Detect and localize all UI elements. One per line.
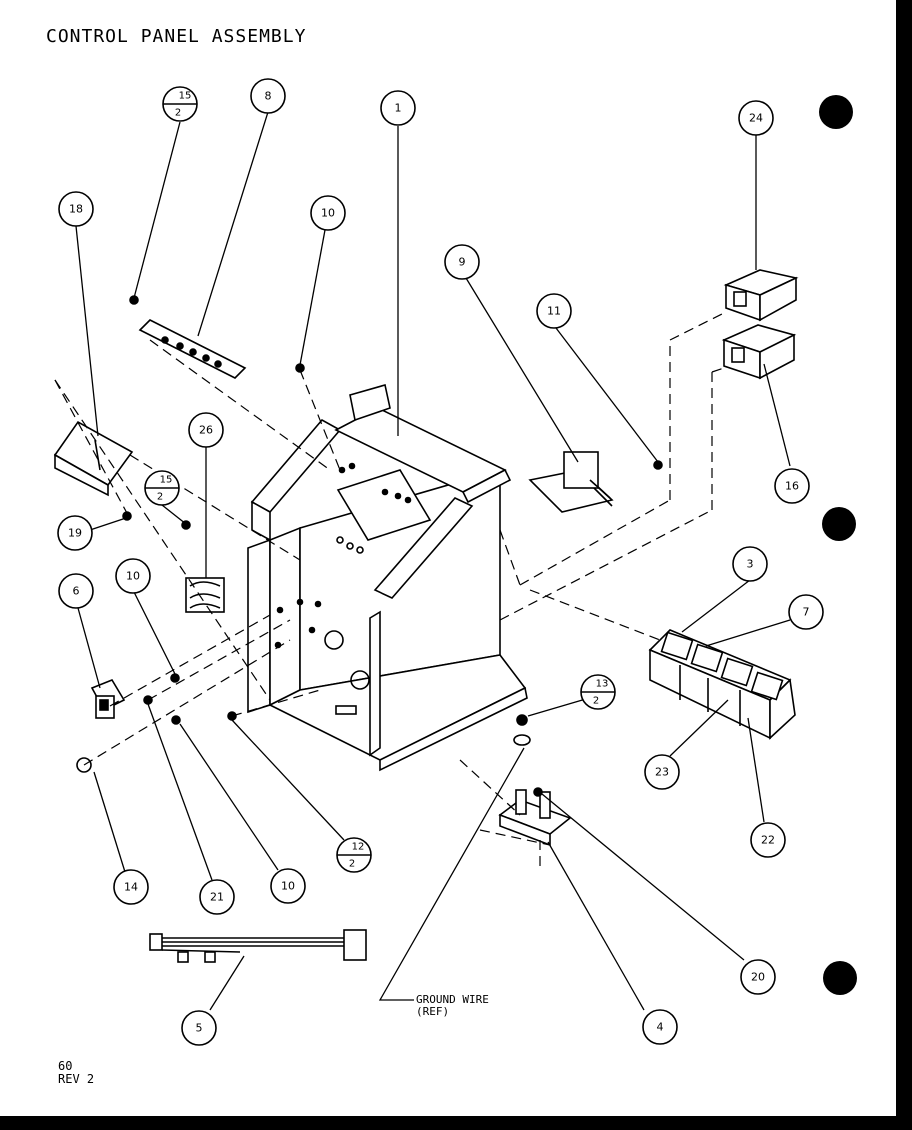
ground-lug bbox=[513, 734, 531, 746]
svg-text:7: 7 bbox=[803, 606, 810, 619]
screw-20 bbox=[533, 787, 543, 797]
callout-1: 1 bbox=[380, 90, 416, 126]
svg-text:14: 14 bbox=[124, 881, 138, 894]
callout-13-2: 13 2 bbox=[580, 674, 616, 710]
callout-24: 24 bbox=[738, 100, 774, 136]
part-9-transformer bbox=[528, 451, 614, 513]
revision-label: REV 2 bbox=[58, 1072, 95, 1086]
svg-text:24: 24 bbox=[749, 112, 763, 125]
callout-3: 3 bbox=[732, 546, 768, 582]
callout-10-top: 10 bbox=[310, 195, 346, 231]
part-16-relay bbox=[721, 324, 797, 380]
part-18-bracket bbox=[53, 420, 134, 497]
callout-16: 16 bbox=[774, 468, 810, 504]
callout-15-2-mid-den: 2 bbox=[157, 492, 163, 503]
svg-text:10: 10 bbox=[321, 207, 335, 220]
callout-12-2-den: 2 bbox=[349, 859, 355, 870]
callout-21: 21 bbox=[199, 879, 235, 915]
ground-wire-leader bbox=[378, 747, 525, 1001]
callout-23: 23 bbox=[644, 754, 680, 790]
callout-11: 11 bbox=[536, 293, 572, 329]
svg-text:3: 3 bbox=[747, 558, 754, 571]
part-24-relay bbox=[723, 269, 799, 322]
callout-14: 14 bbox=[113, 869, 149, 905]
washer-14 bbox=[76, 757, 92, 773]
part-8-nameplate bbox=[138, 319, 247, 379]
callout-15-2-top: 15 2 bbox=[162, 86, 198, 122]
callout-8: 8 bbox=[250, 78, 286, 114]
callout-7: 7 bbox=[788, 594, 824, 630]
svg-text:9: 9 bbox=[459, 256, 466, 269]
callout-12-2-num: 12 bbox=[352, 842, 365, 853]
callout-10-left: 10 bbox=[115, 558, 151, 594]
svg-text:6: 6 bbox=[73, 585, 80, 598]
part-6-switch bbox=[90, 679, 126, 719]
ground-wire-label-line1: GROUND WIRE bbox=[416, 993, 489, 1006]
callout-4: 4 bbox=[642, 1009, 678, 1045]
svg-text:8: 8 bbox=[265, 90, 272, 103]
svg-text:1: 1 bbox=[395, 102, 402, 115]
nut-10-bottom bbox=[171, 715, 181, 725]
callout-15-2-mid: 15 2 bbox=[144, 470, 180, 506]
callout-15-2-mid-num: 15 bbox=[160, 475, 173, 486]
switch-bank bbox=[648, 629, 796, 740]
svg-text:26: 26 bbox=[199, 424, 213, 437]
registration-dot-bottom bbox=[823, 961, 857, 995]
svg-text:16: 16 bbox=[785, 480, 799, 493]
part-4-terminal-block bbox=[498, 789, 572, 847]
callout-12-2: 12 2 bbox=[336, 837, 372, 873]
callout-balloons: 15 2 8 1 24 18 10 9 11 26 15 2 16 19 3 6… bbox=[57, 78, 824, 1046]
callout-6: 6 bbox=[58, 573, 94, 609]
callout-26: 26 bbox=[188, 412, 224, 448]
svg-text:10: 10 bbox=[126, 570, 140, 583]
screw-11 bbox=[653, 460, 663, 470]
callout-22: 22 bbox=[750, 822, 786, 858]
registration-dot-top bbox=[819, 95, 853, 129]
ground-wire-label-line2: (REF) bbox=[416, 1005, 450, 1018]
registration-dot-middle bbox=[822, 507, 856, 541]
callout-5: 5 bbox=[181, 1010, 217, 1046]
callout-13-2-den: 2 bbox=[593, 696, 599, 707]
callout-19: 19 bbox=[57, 515, 93, 551]
svg-text:23: 23 bbox=[655, 766, 669, 779]
svg-text:21: 21 bbox=[210, 891, 224, 904]
callout-15-2-top-num: 15 bbox=[179, 91, 192, 102]
svg-text:22: 22 bbox=[761, 834, 775, 847]
page-number: 60 bbox=[58, 1059, 73, 1073]
svg-text:10: 10 bbox=[281, 880, 295, 893]
svg-text:20: 20 bbox=[751, 971, 765, 984]
svg-text:18: 18 bbox=[69, 203, 83, 216]
screw-13-2 bbox=[516, 714, 528, 726]
callout-15-2-top-den: 2 bbox=[175, 108, 181, 119]
callout-10-bottom: 10 bbox=[270, 868, 306, 904]
svg-text:19: 19 bbox=[68, 527, 82, 540]
ground-wire-label: GROUND WIRE (REF) bbox=[416, 994, 489, 1018]
callout-18: 18 bbox=[58, 191, 94, 227]
svg-text:4: 4 bbox=[657, 1021, 664, 1034]
callout-9: 9 bbox=[444, 244, 480, 280]
svg-text:5: 5 bbox=[196, 1022, 203, 1035]
chassis-part-1 bbox=[247, 383, 528, 772]
part-5-harness bbox=[149, 929, 367, 963]
callout-13-2-num: 13 bbox=[596, 679, 609, 690]
callout-20: 20 bbox=[740, 959, 776, 995]
svg-text:11: 11 bbox=[547, 305, 561, 318]
leader-lines bbox=[75, 111, 791, 1011]
page-footer: 60 REV 2 bbox=[58, 1060, 94, 1086]
page-title: CONTROL PANEL ASSEMBLY bbox=[46, 26, 307, 47]
